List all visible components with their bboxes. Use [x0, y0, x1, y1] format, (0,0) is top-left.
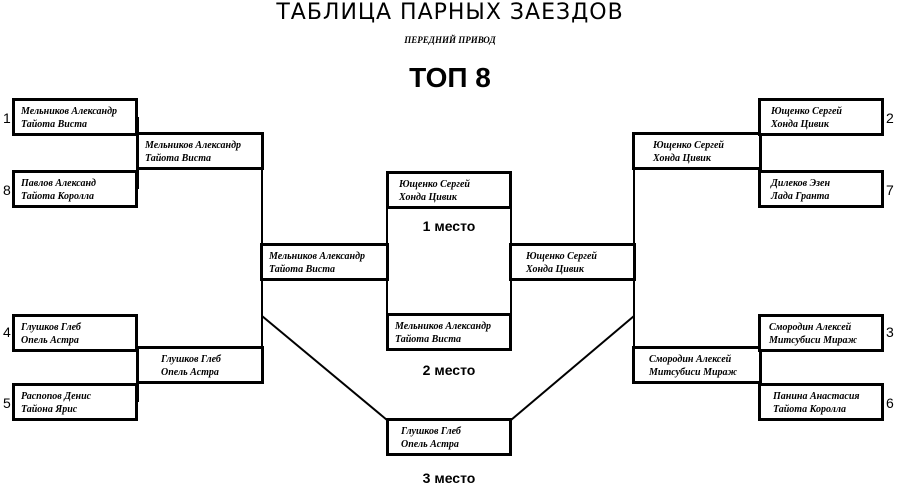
- driver-name: Мельников Александр: [269, 251, 366, 262]
- seed-number: 8: [3, 182, 11, 198]
- driver-name: Мельников Александр: [395, 321, 492, 332]
- driver-name: Смородин Алексей: [769, 322, 852, 333]
- participant-box: Панина Анастасия Тайота Королла: [758, 383, 884, 421]
- participant-box: Распопов Денис Тайона Ярис: [12, 383, 138, 421]
- car-name: Опель Астра: [401, 439, 459, 450]
- car-name: Тайота Виста: [145, 153, 212, 164]
- page-title: ТАБЛИЦА ПАРНЫХ ЗАЕЗДОВ: [276, 0, 624, 25]
- car-name: Лада Гранта: [771, 191, 830, 202]
- car-name: Тайота Королла: [773, 404, 847, 415]
- car-name: Митсубиси Мираж: [649, 367, 738, 378]
- driver-name: Глушков Глеб: [21, 322, 81, 333]
- car-name: Митсубиси Мираж: [769, 335, 858, 346]
- seed-number: 7: [886, 182, 894, 198]
- participant-box: Мельников Александр Тайота Виста: [136, 132, 264, 170]
- seed-number: 2: [886, 110, 894, 126]
- seed-number: 1: [3, 110, 11, 126]
- car-name: Тайота Виста: [395, 334, 462, 345]
- driver-name: Дилеков Эзен: [771, 178, 831, 189]
- driver-name: Распопов Денис: [21, 391, 92, 402]
- participant-box: Мельников Александр Тайота Виста: [12, 98, 138, 136]
- car-name: Тайона Ярис: [21, 404, 78, 415]
- seed-number: 5: [3, 395, 11, 411]
- second-place-label: 2 место: [422, 362, 476, 378]
- first-place-label: 1 место: [422, 218, 476, 234]
- seed-number: 6: [886, 395, 894, 411]
- third-place-box: Глушков Глеб Опель Астра: [386, 418, 512, 456]
- participant-box: Мельников Александр Тайота Виста: [260, 243, 389, 281]
- car-name: Опель Астра: [21, 335, 79, 346]
- car-name: Опель Астра: [161, 367, 219, 378]
- seed-number: 3: [886, 324, 894, 340]
- driver-name: Мельников Александр: [145, 140, 242, 151]
- driver-name: Смородин Алексей: [649, 354, 732, 365]
- driver-name: Ющенко Сергей: [526, 251, 597, 262]
- participant-box: Ющенко Сергей Хонда Цивик: [758, 98, 884, 136]
- participant-box: Глушков Глеб Опель Астра: [136, 346, 264, 384]
- category-subtitle: ПЕРЕДНИЙ ПРИВОД: [404, 35, 496, 45]
- driver-name: Глушков Глеб: [401, 426, 461, 437]
- car-name: Тайота Виста: [21, 119, 88, 130]
- car-name: Хонда Цивик: [771, 119, 829, 130]
- driver-name: Павлов Александ: [21, 178, 96, 189]
- participant-box: Ющенко Сергей Хонда Цивик: [632, 132, 762, 170]
- winner-box: Ющенко Сергей Хонда Цивик: [386, 171, 512, 209]
- connector-third-left: [261, 315, 388, 421]
- car-name: Хонда Цивик: [526, 264, 584, 275]
- participant-box: Павлов Александ Тайота Королла: [12, 170, 138, 208]
- car-name: Тайота Виста: [269, 264, 336, 275]
- participant-box: Глушков Глеб Опель Астра: [12, 314, 138, 352]
- stage-heading: ТОП 8: [409, 62, 491, 93]
- participant-box: Смородин Алексей Митсубиси Мираж: [632, 346, 762, 384]
- participant-box: Смородин Алексей Митсубиси Мираж: [758, 314, 884, 352]
- participant-box: Ющенко Сергей Хонда Цивик: [509, 243, 636, 281]
- car-name: Тайота Королла: [21, 191, 95, 202]
- car-name: Хонда Цивик: [653, 153, 711, 164]
- third-place-label: 3 место: [422, 470, 476, 486]
- participant-box: Дилеков Эзен Лада Гранта: [758, 170, 884, 208]
- seed-number: 4: [3, 324, 11, 340]
- driver-name: Ющенко Сергей: [399, 179, 470, 190]
- driver-name: Ющенко Сергей: [653, 140, 724, 151]
- driver-name: Глушков Глеб: [161, 354, 221, 365]
- driver-name: Мельников Александр: [21, 106, 118, 117]
- driver-name: Панина Анастасия: [773, 391, 860, 402]
- driver-name: Ющенко Сергей: [771, 106, 842, 117]
- connector-third-right: [510, 315, 635, 421]
- runner-up-box: Мельников Александр Тайота Виста: [386, 313, 512, 351]
- car-name: Хонда Цивик: [399, 192, 457, 203]
